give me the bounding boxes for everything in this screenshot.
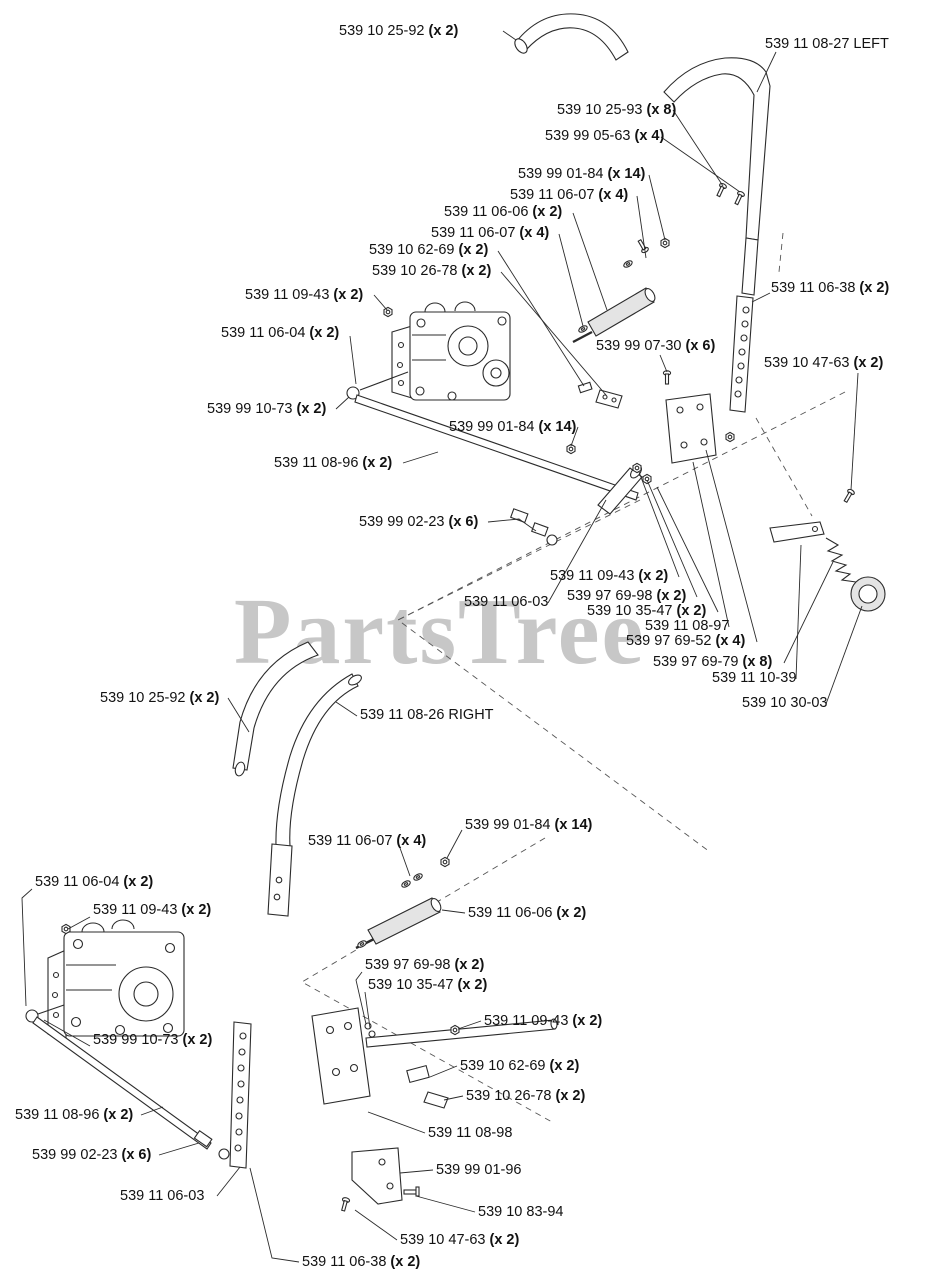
leader-line [415,1195,476,1213]
leader-line [349,335,357,385]
leader-line [354,1209,398,1241]
leader-line [364,991,371,1029]
leader-line [402,451,439,464]
leader-line [367,1111,426,1134]
leader-line [705,449,758,643]
pivot-tube-top [566,443,652,515]
leader-line [399,1169,434,1174]
pump-assembly-top [346,301,511,401]
leader-line [43,1019,91,1047]
leader-lines [21,30,863,1263]
leader-line [443,1095,464,1101]
leader-line [660,136,741,193]
handle-grip-bottom [232,641,319,777]
bottom-bracket-and-bolts [339,1147,420,1213]
pump-assembly-bottom [25,919,185,1043]
spring-plate-knob [769,487,886,612]
leader-line [636,195,647,259]
leader-line [140,1106,164,1116]
leader-line [502,30,517,41]
handle-left [660,57,771,296]
leader-line [672,109,724,187]
leader-line [373,294,388,311]
leader-line [216,1166,241,1197]
handle-right [267,673,362,917]
damper-top [572,238,656,344]
adjust-bar-bottom [229,1021,252,1169]
leader-line [638,471,680,578]
handle-grip-top [514,13,629,61]
leader-line [659,354,668,373]
leader-line [21,888,33,1007]
leader-line [457,1020,482,1030]
leader-line [795,544,802,680]
leader-line [355,971,367,1025]
leader-line [648,174,666,241]
leader-line [783,561,834,664]
tie-rod-bottom [32,1016,230,1160]
leader-line [570,426,579,447]
leader-line [500,271,607,396]
leader-line [67,916,91,930]
leader-line [751,292,771,303]
leader-line [399,847,411,877]
tie-rod-top [354,394,639,546]
damper-bottom [355,856,450,950]
leader-line [692,461,730,628]
construction-lines [301,232,846,1123]
leader-line [227,697,250,733]
leader-line [825,605,863,705]
clip-and-plate-bottom [406,1064,449,1109]
mounting-bracket-top [662,370,735,464]
leader-line [756,51,777,93]
leader-line [335,396,350,410]
leader-line [656,486,719,613]
adjust-bar-top [729,295,754,413]
leader-line [850,372,859,491]
leader-line [429,1065,458,1078]
leader-line [572,212,608,311]
leader-line [158,1142,200,1156]
bracket-bottom [311,1007,558,1105]
leader-line [646,479,698,598]
leader-line [249,1167,300,1263]
leader-line [335,701,358,717]
leader-line [446,829,463,859]
watermark: PartsTree [234,580,646,684]
leader-line [487,518,537,532]
leader-line [441,909,466,914]
leader-line [547,499,607,604]
rod-connectors-top [510,508,558,546]
clip-and-plate-top [577,381,623,409]
leader-line [558,233,584,327]
